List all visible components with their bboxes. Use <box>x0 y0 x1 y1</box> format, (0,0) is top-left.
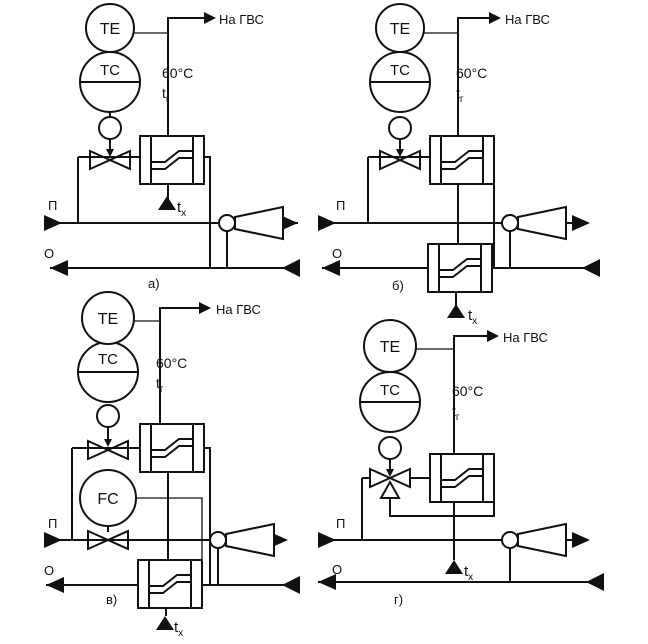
svg-text:TE: TE <box>380 339 400 356</box>
svg-text:П: П <box>48 516 57 531</box>
dhw-pipe <box>167 17 205 136</box>
svg-text:60°C: 60°C <box>456 65 487 81</box>
svg-text:На ГВС: На ГВС <box>216 302 261 317</box>
svg-text:tг: tг <box>156 375 164 395</box>
svg-text:TC: TC <box>98 351 118 368</box>
dhw-pipe <box>453 335 488 454</box>
return-outlet-arrow <box>50 260 68 276</box>
actuator-icon <box>96 404 120 428</box>
heat-exchanger-upper <box>139 423 205 473</box>
heat-exchanger-lower <box>137 559 203 609</box>
svg-text:tг: tг <box>456 85 464 105</box>
heat-exchanger <box>139 135 205 185</box>
te-sensor: TE <box>375 3 425 53</box>
heat-exchanger-upper <box>429 135 495 185</box>
svg-text:60°C: 60°C <box>452 383 483 399</box>
svg-text:О: О <box>332 562 342 577</box>
svg-text:TE: TE <box>100 21 120 38</box>
te-sensor: TE <box>81 291 135 345</box>
tc-controller: TC <box>77 341 139 403</box>
svg-text:tx: tx <box>174 619 183 639</box>
te-sensor: TE <box>85 3 135 53</box>
svg-text:TC: TC <box>390 62 410 79</box>
actuator-icon <box>98 116 122 140</box>
fc-controller: FC <box>79 469 137 527</box>
tc-controller: TC <box>359 371 421 433</box>
svg-text:TE: TE <box>390 21 410 38</box>
actuator-icon <box>378 436 402 460</box>
svg-text:TC: TC <box>380 382 400 399</box>
heat-exchanger <box>429 453 495 503</box>
supply-outlet-arrow <box>280 215 298 231</box>
svg-text:П: П <box>48 198 57 213</box>
panel-a-label: а) <box>148 276 160 291</box>
svg-text:tx: tx <box>468 307 477 327</box>
panel-b: TC TE На ГВС 60°C tг tx П О б) <box>318 3 600 327</box>
svg-text:На ГВС: На ГВС <box>505 12 550 27</box>
svg-text:TE: TE <box>98 311 118 328</box>
svg-text:tx: tx <box>177 199 186 219</box>
svg-text:60°C: 60°C <box>156 355 187 371</box>
te-sensor: TE <box>363 319 417 373</box>
svg-text:На ГВС: На ГВС <box>503 330 548 345</box>
panel-v: TC TE На ГВС 60°C tг FC tx П О в) <box>44 291 300 639</box>
svg-text:FC: FC <box>97 491 118 508</box>
supply-inlet-arrow <box>44 215 62 231</box>
panel-g: TC TE На ГВС 60°C tг tx П О г) <box>318 319 604 607</box>
circulation-pump <box>218 206 284 240</box>
heat-exchanger-lower <box>427 243 493 293</box>
svg-text:П: П <box>336 198 345 213</box>
svg-text:tx: tx <box>464 563 473 583</box>
svg-text:tг: tг <box>452 403 460 423</box>
circulation-pump <box>501 523 567 557</box>
actuator-icon <box>388 116 412 140</box>
svg-text:60°C: 60°C <box>162 65 193 81</box>
svg-text:О: О <box>44 246 54 261</box>
svg-text:О: О <box>332 246 342 261</box>
return-inlet-arrow <box>282 259 300 277</box>
panel-a: TC TE На ГВС 60°C tг tx П О а) <box>44 3 300 291</box>
circulation-pump <box>501 206 567 240</box>
circulation-pump <box>209 523 275 557</box>
panel-b-label: б) <box>392 278 404 293</box>
svg-text:О: О <box>44 563 54 578</box>
dhw-pipe <box>159 307 200 424</box>
tc-controller: TC <box>79 51 141 113</box>
svg-text:tг: tг <box>162 85 170 105</box>
svg-text:П: П <box>336 516 345 531</box>
svg-text:TC: TC <box>100 62 120 79</box>
dhw-pipe <box>457 17 490 136</box>
tc-controller: TC <box>369 51 431 113</box>
svg-text:На ГВС: На ГВС <box>219 12 264 27</box>
panel-g-label: г) <box>394 592 403 607</box>
panel-v-label: в) <box>106 592 117 607</box>
